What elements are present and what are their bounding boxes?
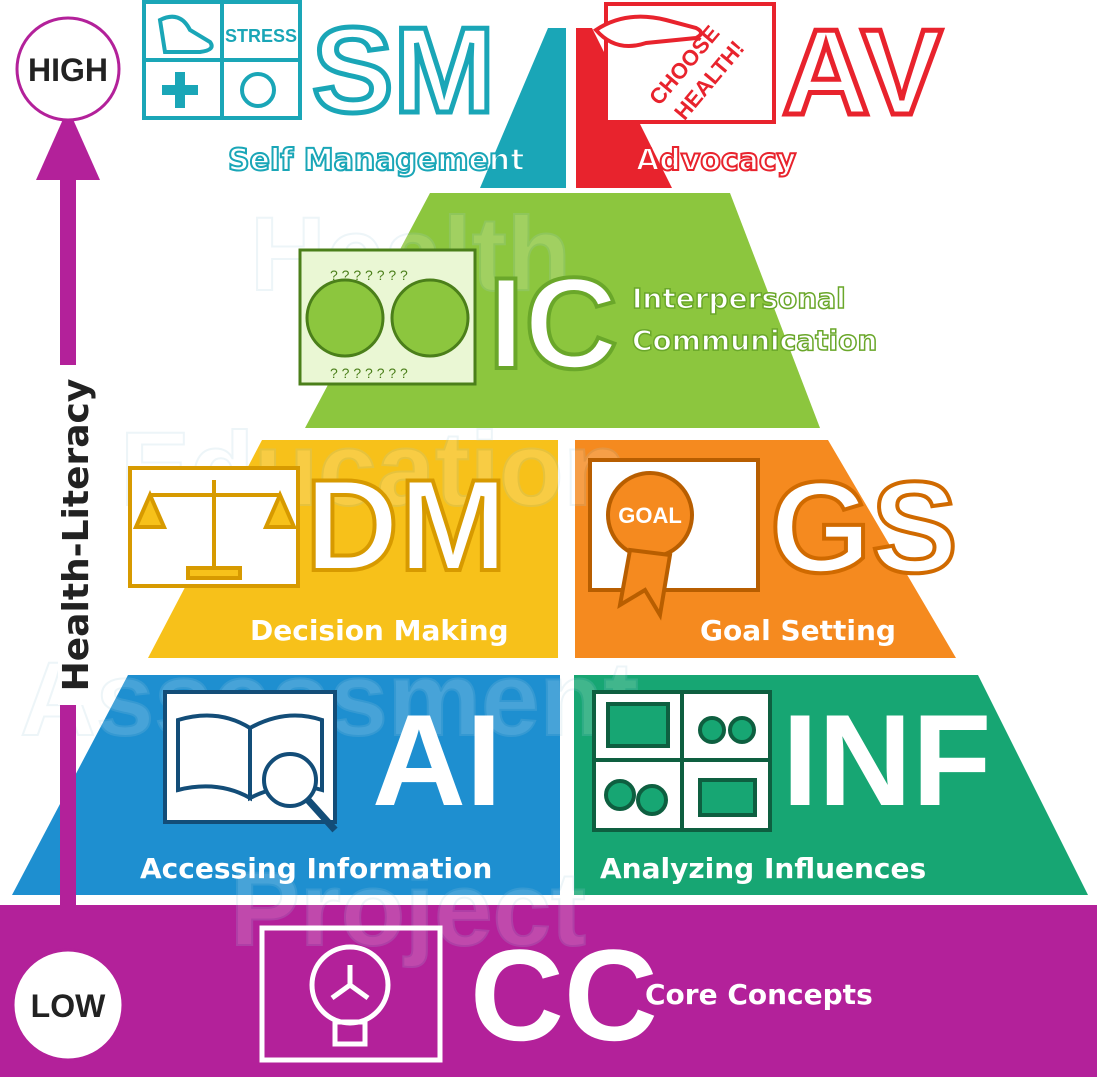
choose-health-sign-icon: CHOOSE HEALTH! xyxy=(592,2,776,125)
axis-arrow-head xyxy=(36,108,100,180)
gs-block: GOAL GS Goal Setting xyxy=(588,452,960,647)
cc-abbr: CC xyxy=(470,922,658,1068)
sm-label: Self Management xyxy=(228,143,525,178)
sm-abbr: SM xyxy=(312,2,495,138)
dm-label: Decision Making xyxy=(250,614,509,647)
low-circle xyxy=(11,948,125,1062)
av-block: CHOOSE HEALTH! AV Advocacy xyxy=(592,2,945,179)
axis-label: Health-Literacy xyxy=(56,379,97,692)
self-management-icon: STRESS xyxy=(142,0,302,120)
high-circle xyxy=(15,16,121,122)
dm-block: DM Decision Making xyxy=(128,450,509,647)
cc-block: CC Core Concepts xyxy=(259,922,873,1068)
ic-label-1: Interpersonal xyxy=(632,282,846,315)
inf-block: INF Analyzing Influences xyxy=(592,687,991,885)
svg-text:? ? ? ? ? ? ?: ? ? ? ? ? ? ? xyxy=(330,365,408,381)
high-label: HIGH xyxy=(28,52,108,88)
av-abbr: AV xyxy=(782,4,942,140)
light-bulb-icon xyxy=(259,925,443,1063)
goal-ribbon-icon: GOAL xyxy=(588,458,760,621)
cc-label: Core Concepts xyxy=(645,978,873,1011)
book-magnifier-icon xyxy=(163,690,338,833)
sm-block: STRESS SM Self Management xyxy=(142,0,526,179)
goal-text: GOAL xyxy=(618,503,682,528)
svg-text:STRESS: STRESS xyxy=(225,26,297,46)
axis-label-backdrop xyxy=(58,365,96,705)
ai-label: Accessing Information xyxy=(140,852,492,885)
cc-band xyxy=(0,905,1097,1077)
sm-tier xyxy=(480,28,566,188)
inf-abbr: INF xyxy=(782,687,991,833)
literacy-axis: HIGH LOW Health-Literacy xyxy=(11,16,125,1062)
ic-abbr: IC xyxy=(488,250,618,396)
scales-icon xyxy=(128,466,300,588)
ic-block: ? ? ? ? ? ? ? ? ? ? ? ? ? ? IC Interpers… xyxy=(298,248,878,398)
dm-abbr: DM xyxy=(305,452,507,598)
media-grid-icon xyxy=(592,690,772,832)
av-label: Advocacy xyxy=(636,143,797,178)
two-heads-talking-icon: ? ? ? ? ? ? ? ? ? ? ? ? ? ? xyxy=(298,248,477,386)
gs-label: Goal Setting xyxy=(700,614,896,647)
ic-label-2: Communication xyxy=(632,324,877,357)
low-label: LOW xyxy=(31,988,106,1024)
watermark-line-4: Project xyxy=(230,851,586,968)
svg-text:? ? ? ? ? ? ?: ? ? ? ? ? ? ? xyxy=(330,267,408,283)
inf-label: Analyzing Influences xyxy=(600,852,926,885)
ai-abbr: AI xyxy=(372,687,502,833)
ai-block: AI Accessing Information xyxy=(140,687,502,885)
gs-abbr: GS xyxy=(770,454,958,600)
